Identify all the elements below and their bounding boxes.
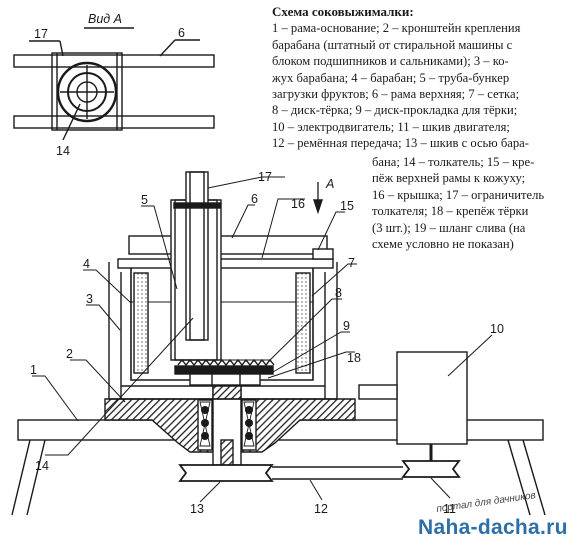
label-13: 13 [190,502,204,516]
view-a-top-rail [13,54,215,68]
legend-line: пёж верхней рамы к кожуху; [372,171,526,186]
main-section: A 1 2 3 4 5 6 [11,170,546,516]
grater-disc [177,358,275,367]
view-a-label-6: 6 [178,26,185,40]
label-7: 7 [348,256,355,270]
drum-pulley [178,464,274,482]
label-12: 12 [314,502,328,516]
legend-line: (3 шт.); 19 – шланг слива (на [372,220,526,235]
legend-lines-narrow: бана; 14 – толкатель; 15 – кре-пёж верхн… [372,154,572,252]
mesh-left [133,272,149,374]
label-18: 18 [347,351,361,365]
legend-line: бана; 14 – толкатель; 15 – кре- [372,155,535,169]
view-a-label-14: 14 [56,144,70,158]
label-2: 2 [66,347,73,361]
watermark-logo: Naha-dacha.ru [418,516,568,539]
label-6: 6 [251,192,258,206]
legend-line: загрузки фруктов; 6 – рама верхняя; 7 – … [272,87,520,102]
housing-walls [108,262,338,399]
label-14: 14 [35,459,49,473]
label-5: 5 [141,193,148,207]
motor-pulley [401,460,461,478]
view-a-title: Вид А [88,12,122,26]
legend-line: толкателя; 18 – крепёж тёрки [372,204,529,219]
pad-disc [174,365,274,375]
label-3: 3 [86,292,93,306]
legend-line: жух барабана; 4 – барабан; 5 – труба-бун… [272,70,510,85]
label-9: 9 [343,319,350,333]
label-17: 17 [258,170,272,184]
legend-line: 8 – диск-тёрка; 9 – диск-прокладка для т… [272,103,518,118]
label-4: 4 [83,257,90,271]
label-10: 10 [490,322,504,336]
legend-title: Схема соковыжималки: [272,4,414,19]
legend-line: схеме условно не показан) [372,237,514,252]
view-a-frame [51,52,123,131]
base-leg-left [11,439,46,516]
label-8: 8 [335,286,342,300]
label-15: 15 [340,199,354,213]
motor-body [396,351,468,445]
legend-line: 1 – рама-основание; 2 – кронштейн крепле… [272,21,521,36]
view-arrow-label: A [325,177,334,191]
pusher-limiter [173,202,221,209]
legend-line: 10 – электродвигатель; 11 – шкив двигате… [272,119,510,134]
legend-line: блоком подшипников и сальниками); 3 – ко… [272,54,509,69]
legend-line: 16 – крышка; 17 – ограничитель [372,187,545,202]
label-1: 1 [30,363,37,377]
upper-frame-mount [312,248,334,260]
base-leg-right [507,439,546,516]
legend-lines: 1 – рама-основание; 2 – кронштейн крепле… [272,20,572,151]
view-a: Вид А 17 6 14 [13,12,215,158]
view-a-bottom-rail [13,115,215,129]
label-11: 11 [443,502,456,516]
legend-line: барабана (штатный от стиральной машины с [272,37,513,52]
legend-line: 12 – ремённая передача; 13 – шкив с осью… [272,136,529,151]
lid [117,258,334,269]
label-16: 16 [291,197,305,211]
upper-frame [128,235,328,255]
view-a-drum-circle [56,61,118,123]
legend: Схема соковыжималки: 1 – рама-основание;… [272,4,572,152]
mesh-right [295,272,311,374]
legend-narrow: бана; 14 – толкатель; 15 – кре-пёж верхн… [372,154,572,252]
view-a-label-17: 17 [34,27,48,41]
drum [130,268,314,381]
